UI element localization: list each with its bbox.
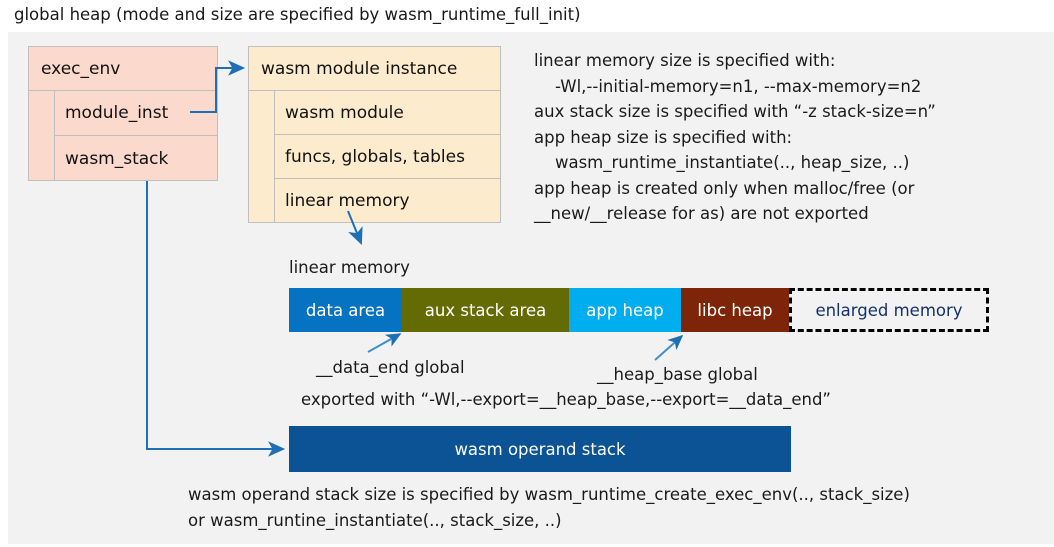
wasm-module-instance-box: wasm module instance wasm module funcs, … xyxy=(248,46,501,223)
memory-segment-aux-stack-area: aux stack area xyxy=(402,288,569,332)
exec-env-box: exec_env module_inst wasm_stack xyxy=(28,46,218,181)
exec-env-field-module-inst: module_inst xyxy=(55,91,217,136)
linear-memory-bar: data area aux stack area app heap libc h… xyxy=(289,288,989,332)
wasm-module-instance-row-wasm-module: wasm module xyxy=(275,91,500,135)
annotation-heap-base-global: __heap_base global xyxy=(597,365,758,384)
exec-env-field-wasm-stack: wasm_stack xyxy=(65,148,169,169)
memory-segment-enlarged-memory: enlarged memory xyxy=(789,288,989,332)
exec-env-header: exec_env xyxy=(29,47,217,91)
operand-stack-note: wasm operand stack size is specified by … xyxy=(188,485,910,530)
annotation-data-end-global: __data_end global xyxy=(316,358,465,377)
exec-env-gutter xyxy=(29,91,55,180)
annotation-exported-with: exported with “-Wl,--export=__heap_base,… xyxy=(301,390,831,409)
linear-memory-caption: linear memory xyxy=(289,258,410,277)
memory-segment-libc-heap: libc heap xyxy=(681,288,789,332)
memory-configuration-notes: linear memory size is specified with: -W… xyxy=(534,51,936,223)
memory-segment-app-heap: app heap xyxy=(569,288,681,332)
wasm-module-instance-header: wasm module instance xyxy=(249,47,500,91)
page-title: global heap (mode and size are specified… xyxy=(14,5,581,24)
wasm-module-instance-row-linear-memory: linear memory xyxy=(285,191,410,211)
wasm-module-instance-row-funcs-globals-tables: funcs, globals, tables xyxy=(275,135,500,179)
memory-segment-data-area: data area xyxy=(289,288,402,332)
wasm-operand-stack-box: wasm operand stack xyxy=(289,426,791,472)
wasm-module-instance-gutter xyxy=(249,91,275,222)
